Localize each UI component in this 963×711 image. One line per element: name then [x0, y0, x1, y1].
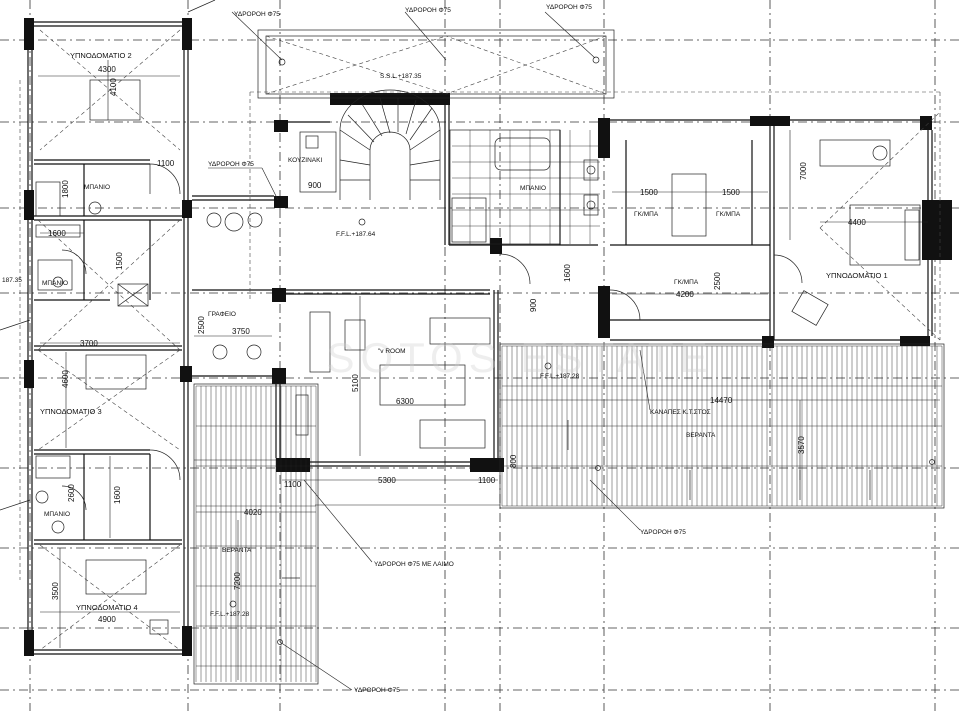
label-bath-c: ΜΠΑΝΙΟ — [44, 511, 70, 518]
dim-1500a: 1500 — [115, 252, 124, 270]
dim-1800: 1800 — [61, 180, 70, 198]
canopy-label: ΚΑΝΑΠΕΣ Κ.Τ.ΣΤΟΣ — [650, 409, 711, 416]
label-living: "v ROOM — [378, 348, 406, 355]
dim-1600b: 1600 — [113, 486, 122, 504]
dim-900b: 900 — [529, 298, 538, 312]
drain-leaders — [208, 11, 935, 691]
drain-label-1: ΥΔΡΟΡΟΗ Φ75 — [234, 11, 280, 18]
spiral-stair — [339, 89, 441, 200]
dim-14470: 14470 — [710, 396, 733, 405]
label-bedroom-2: ΥΠΝΟΔΟΜΑΤΙΟ 2 — [70, 51, 132, 60]
dim-1500b: 1500 — [640, 188, 658, 197]
dim-3700: 3700 — [80, 339, 98, 348]
dim-4300: 4300 — [98, 65, 116, 74]
label-kitchenette: ΚΟΥΖΙΝΑΚΙ — [288, 157, 322, 164]
drain-label-7: ΥΔΡΟΡΟΗ Φ75 — [354, 687, 400, 694]
roof-outline — [19, 29, 941, 651]
level-mid: F.F.L.+187.28 — [540, 373, 580, 380]
label-veranda-east: ΒΕΡΑΝΤΑ — [686, 432, 716, 439]
dim-4100: 4100 — [109, 78, 118, 96]
dim-4400: 4400 — [848, 218, 866, 227]
label-bedroom-4: ΥΠΝΟΔΟΜΑΤΙΟ 4 — [76, 603, 138, 612]
veranda-east-decking — [501, 345, 943, 507]
label-bedroom-3: ΥΠΝΟΔΟΜΑΤΙΟ 3 — [40, 407, 102, 416]
dim-1600a: 1600 — [48, 229, 66, 238]
dimension-lines — [38, 60, 940, 680]
drain-label-2: ΥΔΡΟΡΟΗ Φ75 — [405, 7, 451, 14]
bathroom-central-tiles — [449, 129, 600, 245]
dim-4900: 4900 — [98, 615, 116, 624]
dim-900: 900 — [308, 181, 322, 190]
veranda-outlines — [193, 343, 945, 685]
drain-label-5: ΥΔΡΟΡΟΗ Φ75 — [640, 529, 686, 536]
dim-2500b: 2500 — [713, 272, 722, 290]
dim-3500: 3500 — [51, 582, 60, 600]
dim-1500c: 1500 — [722, 188, 740, 197]
dim-2600: 2600 — [67, 484, 76, 502]
level-marks: S.S.L.+187.35 F.F.L.+187.64 F.F.L.+187.2… — [2, 73, 580, 618]
watermark-text: SOTOS ESTATE — [326, 334, 713, 381]
label-bath-b: ΜΠΑΝΙΟ — [42, 280, 68, 287]
dim-1600c: 1600 — [563, 264, 572, 282]
room-labels: ΥΠΝΟΔΟΜΑΤΙΟ 2 ΥΠΝΟΔΟΜΑΤΙΟ 3 ΥΠΝΟΔΟΜΑΤΙΟ … — [40, 51, 888, 612]
label-office: ΓΡΑΦΕΙΟ — [208, 311, 236, 318]
furniture — [85, 79, 921, 635]
dim-7000: 7000 — [799, 162, 808, 180]
drain-label-4: ΥΔΡΟΡΟΗ Φ75 — [208, 161, 254, 168]
interior-walls — [34, 105, 775, 545]
label-wardrobe-a: ΓΚ/ΜΠΑ — [634, 211, 659, 218]
dim-1100c: 1100 — [478, 476, 496, 485]
label-wardrobe-b: ΓΚ/ΜΠΑ — [716, 211, 741, 218]
label-bath-a: ΜΠΑΝΙΟ — [84, 184, 110, 191]
dim-6300: 6300 — [396, 397, 414, 406]
drain-label-3: ΥΔΡΟΡΟΗ Φ75 — [546, 4, 592, 11]
drain-label-6: ΥΔΡΟΡΟΗ Φ75 ΜΕ ΛΑΙΜΟ — [374, 561, 454, 568]
dim-3570: 3570 — [797, 436, 806, 454]
dim-5300: 5300 — [378, 476, 396, 485]
dim-800: 800 — [509, 454, 518, 468]
dim-7200: 7200 — [233, 572, 242, 590]
dim-1100b: 1100 — [284, 480, 302, 489]
dim-4600: 4600 — [61, 370, 70, 388]
veranda-arrows — [282, 420, 871, 579]
west-bathroom-fixtures — [35, 131, 337, 534]
dim-3750: 3750 — [232, 327, 250, 336]
label-bedroom-1: ΥΠΝΟΔΟΜΑΤΙΟ 1 — [826, 271, 888, 280]
dim-1100a: 1100 — [157, 159, 175, 168]
dim-4200: 4200 — [676, 290, 694, 299]
level-left: 187.35 — [2, 277, 22, 284]
level-ssl: S.S.L.+187.35 — [380, 73, 422, 80]
label-veranda-south: ΒΕΡΑΝΤΑ — [222, 547, 252, 554]
doors — [61, 163, 803, 511]
annotations: ΥΔΡΟΡΟΗ Φ75 ΥΔΡΟΡΟΗ Φ75 ΥΔΡΟΡΟΗ Φ75 ΥΔΡΟ… — [208, 4, 711, 694]
label-wardrobe-c: ΓΚ/ΜΠΑ — [674, 279, 699, 286]
dimension-labels: 4300 4100 1100 1800 1600 1500 3700 4600 … — [48, 65, 866, 624]
level-ffl: F.F.L.+187.64 — [336, 231, 376, 238]
label-bath-d: ΜΠΑΝΙΟ — [520, 185, 546, 192]
veranda-south-decking — [195, 385, 317, 682]
dim-4020: 4020 — [244, 508, 262, 517]
dim-5100: 5100 — [351, 374, 360, 392]
dim-2500a: 2500 — [197, 316, 206, 334]
level-ffl-veranda: F.F.L.+187.28 — [210, 611, 250, 618]
